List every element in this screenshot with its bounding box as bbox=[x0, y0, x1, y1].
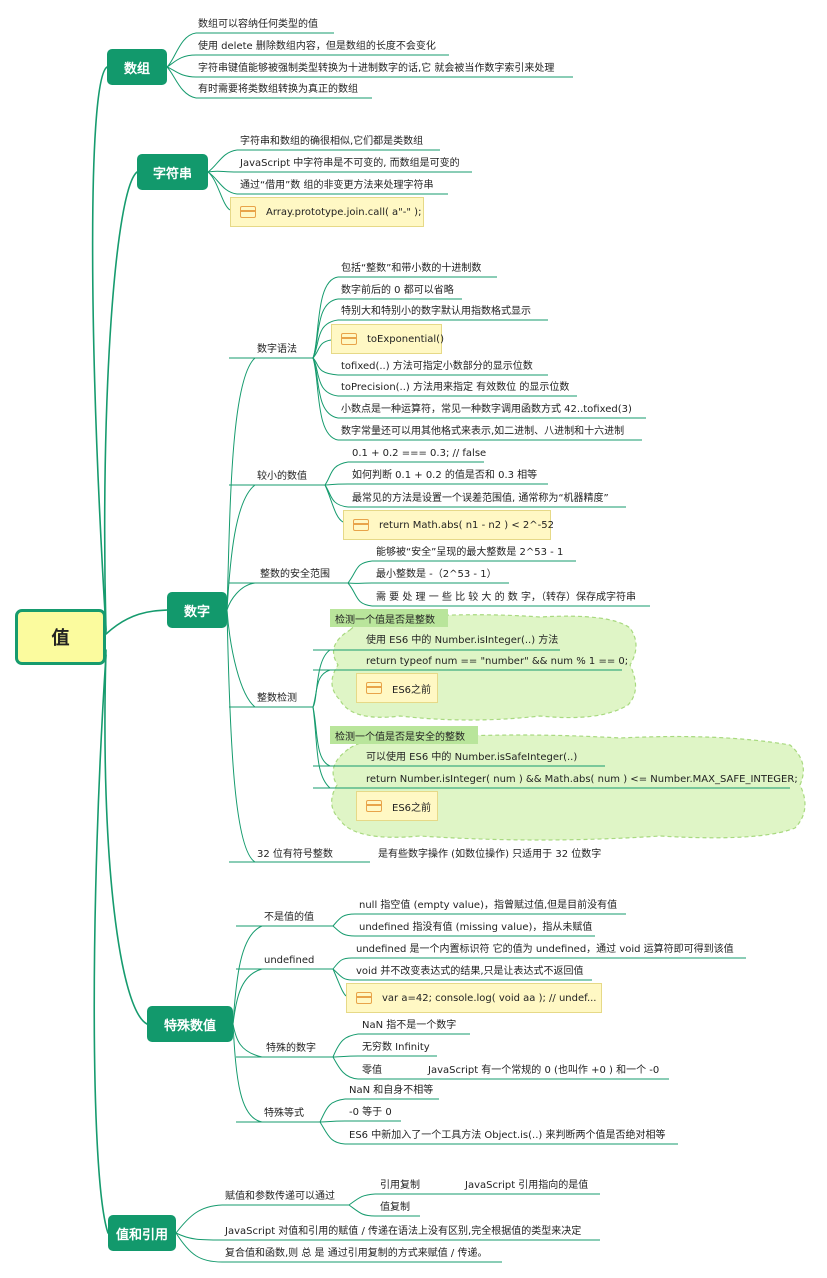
safe-integer-check-tag[interactable]: 检测一个值是否是安全的整数 bbox=[330, 726, 478, 744]
code-text: toExponential() bbox=[367, 333, 444, 345]
topic-array[interactable]: 数组 bbox=[107, 49, 167, 85]
array-item: 有时需要将类数组转换为真正的数组 bbox=[198, 84, 358, 95]
note-icon bbox=[341, 333, 357, 345]
equation-item: -0 等于 0 bbox=[349, 1107, 392, 1118]
check-code-note[interactable]: ES6之前 bbox=[356, 673, 438, 703]
syntax-item: toPrecision(..) 方法用来指定 有效数位 的显示位数 bbox=[341, 382, 570, 393]
syntax-code-note[interactable]: toExponential() bbox=[331, 324, 444, 354]
syntax-item: 数字前后的 0 都可以省略 bbox=[341, 285, 454, 296]
code-text: ES6之前 bbox=[392, 802, 432, 814]
string-code-note[interactable]: Array.prototype.join.call( a"-" ); bbox=[230, 197, 424, 227]
safe-check-code-note[interactable]: ES6之前 bbox=[356, 791, 438, 821]
small-values-label[interactable]: 较小的数值 bbox=[257, 471, 307, 482]
small-item: 如何判断 0.1 + 0.2 的值是否和 0.3 相等 bbox=[352, 470, 538, 481]
not-value-item: null 指空值 (empty value)，指曾赋过值,但是目前没有值 bbox=[359, 900, 618, 911]
small-code-note[interactable]: return Math.abs( n1 - n2 ) < 2^-52 bbox=[343, 510, 554, 540]
note-icon bbox=[356, 992, 372, 1004]
syntax-item: tofixed(..) 方法可指定小数部分的显示位数 bbox=[341, 361, 533, 372]
topic-value-and-reference[interactable]: 值和引用 bbox=[108, 1215, 176, 1251]
array-item: 数组可以容纳任何类型的值 bbox=[198, 19, 318, 30]
value-copy-label[interactable]: 值复制 bbox=[380, 1202, 410, 1213]
note-icon bbox=[240, 206, 256, 218]
safe-range-label[interactable]: 整数的安全范围 bbox=[260, 569, 330, 580]
ref-item: 复合值和函数,则 总 是 通过引用复制的方式来赋值 / 传递。 bbox=[225, 1248, 488, 1259]
note-icon bbox=[353, 519, 369, 531]
check-item: 可以使用 ES6 中的 Number.isSafeInteger(..) bbox=[366, 752, 578, 763]
string-item: JavaScript 中字符串是不可变的, 而数组是可变的 bbox=[240, 158, 460, 169]
not-value-label[interactable]: 不是值的值 bbox=[264, 912, 314, 923]
integer-check-label[interactable]: 整数检测 bbox=[257, 693, 297, 704]
code-text: ES6之前 bbox=[392, 684, 432, 696]
int32-item: 是有些数字操作 (如数位操作) 只适用于 32 位数字 bbox=[378, 849, 602, 860]
root-node[interactable]: 值 bbox=[15, 609, 106, 665]
topic-string[interactable]: 字符串 bbox=[137, 154, 208, 190]
zero-value-item: JavaScript 有一个常规的 0 (也叫作 +0 ) 和一个 -0 bbox=[428, 1065, 660, 1076]
integer-check-tag[interactable]: 检测一个值是否是整数 bbox=[330, 609, 448, 627]
safe-item: 需 要 处 理 一 些 比 较 大 的 数 字，（转存）保存成字符串 bbox=[376, 592, 636, 603]
small-item: 0.1 + 0.2 === 0.3; // false bbox=[352, 448, 487, 459]
syntax-item: 数字常量还可以用其他格式来表示,如二进制、八进制和十六进制 bbox=[341, 426, 625, 437]
check-item: 使用 ES6 中的 Number.isInteger(..) 方法 bbox=[366, 635, 559, 646]
safe-item: 最小整数是 -（2^53 - 1） bbox=[376, 569, 497, 580]
note-icon bbox=[366, 682, 382, 694]
ref-item: JavaScript 对值和引用的赋值 / 传递在语法上没有区别,完全根据值的类… bbox=[225, 1226, 582, 1237]
special-number-label[interactable]: 特殊的数字 bbox=[266, 1043, 316, 1054]
string-item: 字符串和数组的确很相似,它们都是类数组 bbox=[240, 136, 424, 147]
topic-special-values[interactable]: 特殊数值 bbox=[147, 1006, 233, 1042]
code-text: var a=42; console.log( void aa ); // und… bbox=[382, 992, 597, 1004]
syntax-item: 包括“整数”和带小数的十进制数 bbox=[341, 263, 482, 274]
number-syntax-label[interactable]: 数字语法 bbox=[257, 344, 297, 355]
note-icon bbox=[366, 800, 382, 812]
check-item: return typeof num == "number" && num % 1… bbox=[366, 656, 629, 667]
equation-item: NaN 和自身不相等 bbox=[349, 1085, 434, 1096]
special-number-item: 无穷数 Infinity bbox=[362, 1042, 430, 1053]
code-text: Array.prototype.join.call( a"-" ); bbox=[266, 206, 422, 218]
assign-label[interactable]: 赋值和参数传递可以通过 bbox=[225, 1191, 335, 1202]
special-number-item: 零值 bbox=[362, 1065, 382, 1076]
ref-copy-label[interactable]: 引用复制 bbox=[380, 1180, 420, 1191]
special-number-item: NaN 指不是一个数字 bbox=[362, 1020, 457, 1031]
ref-copy-desc: JavaScript 引用指向的是值 bbox=[465, 1180, 589, 1191]
array-item: 使用 delete 删除数组内容，但是数组的长度不会变化 bbox=[198, 41, 436, 52]
syntax-item: 特别大和特别小的数字默认用指数格式显示 bbox=[341, 306, 531, 317]
array-item: 字符串键值能够被强制类型转换为十进制数字的话,它 就会被当作数字索引来处理 bbox=[198, 63, 555, 74]
check-item: return Number.isInteger( num ) && Math.a… bbox=[366, 774, 798, 785]
int32-label[interactable]: 32 位有符号整数 bbox=[257, 849, 333, 860]
undefined-item: void 并不改变表达式的结果,只是让表达式不返回值 bbox=[356, 966, 584, 977]
undefined-label[interactable]: undefined bbox=[264, 955, 315, 966]
equation-item: ES6 中新加入了一个工具方法 Object.is(..) 来判断两个值是否绝对… bbox=[349, 1130, 666, 1141]
topic-number[interactable]: 数字 bbox=[167, 592, 227, 628]
not-value-item: undefined 指没有值 (missing value)，指从未赋值 bbox=[359, 922, 593, 933]
small-item: 最常见的方法是设置一个误差范围值, 通常称为“机器精度” bbox=[352, 493, 609, 504]
undefined-code-note[interactable]: var a=42; console.log( void aa ); // und… bbox=[346, 983, 602, 1013]
string-item: 通过“借用”数 组的非变更方法来处理字符串 bbox=[240, 180, 434, 191]
special-equation-label[interactable]: 特殊等式 bbox=[264, 1108, 304, 1119]
safe-item: 能够被“安全”呈现的最大整数是 2^53 - 1 bbox=[376, 547, 564, 558]
code-text: return Math.abs( n1 - n2 ) < 2^-52 bbox=[379, 519, 554, 531]
syntax-item: 小数点是一种运算符，常见一种数字调用函数方式 42..tofixed(3) bbox=[341, 404, 632, 415]
undefined-item: undefined 是一个内置标识符 它的值为 undefined，通过 voi… bbox=[356, 944, 734, 955]
